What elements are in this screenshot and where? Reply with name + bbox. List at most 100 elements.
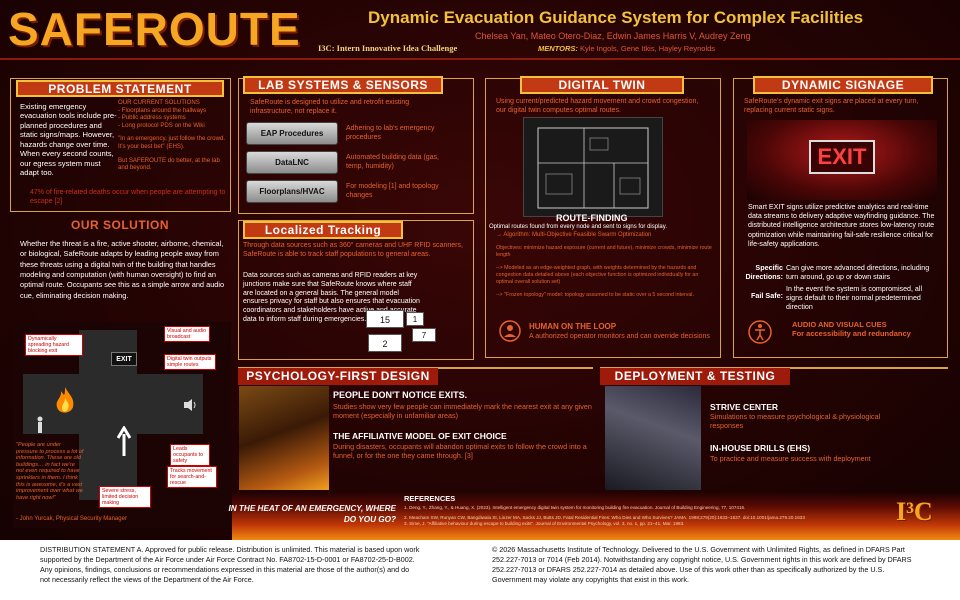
problem-body: Existing emergency evacuation tools incl… xyxy=(20,102,117,178)
lab-heading: LAB SYSTEMS & SENSORS xyxy=(243,76,443,94)
route-line: Optimal routes found from every node and… xyxy=(489,224,667,230)
count-box: 2 xyxy=(368,334,402,352)
count-box: 15 xyxy=(366,310,404,328)
current-solutions: OUR CURRENT SOLUTIONS - Floorplans aroun… xyxy=(118,99,228,172)
psych-heading: PSYCHOLOGY-FIRST DESIGN xyxy=(238,368,438,385)
copyright-statement: © 2026 Massachusetts Institute of Techno… xyxy=(492,545,912,584)
datalnc-box: DataLNC xyxy=(246,151,338,174)
route-title: ROUTE-FINDING xyxy=(556,213,628,223)
objectives: Objectives: minimize hazard exposure (cu… xyxy=(496,245,712,258)
psych-title-1: PEOPLE DON'T NOTICE EXITS. xyxy=(333,390,468,400)
quote-text: "People are under pressure to process a … xyxy=(16,442,84,501)
current-item: - Public address systems xyxy=(118,114,186,122)
deploy-title-2: IN-HOUSE DRILLS (EHS) xyxy=(710,443,811,453)
accessibility-icon xyxy=(748,320,772,344)
signage-body: Smart EXIT signs utilize predictive anal… xyxy=(748,203,935,248)
signage-heading: DYNAMIC SIGNAGE xyxy=(753,76,933,94)
callout-stress: Severe stress, limited decision making xyxy=(99,486,151,509)
current-item: - Long protocol PDS on the Wiki xyxy=(118,121,205,129)
callout-hazard: Dynamically spreading hazard blocking ex… xyxy=(25,334,83,357)
exit-sign-photo: EXIT xyxy=(747,120,937,200)
floorplan-icon xyxy=(537,127,649,209)
deploy-body-2: To practice and measure success with dep… xyxy=(710,454,871,463)
exit-sign: EXIT xyxy=(809,140,875,174)
reference-item: 3. Sime, J. "Affiliative behaviour durin… xyxy=(404,521,685,527)
callout-broadcast: Visual and audio broadcast xyxy=(164,326,210,343)
hallway-horizontal xyxy=(23,374,203,434)
psych-divider xyxy=(238,367,593,369)
lab-intro: SafeRoute is designed to utilize and ret… xyxy=(250,99,410,115)
floorplan-image xyxy=(523,117,663,217)
exit-sign: EXIT xyxy=(111,352,137,366)
mentors-names: Kyle Ingols, Gene Itkis, Hayley Reynolds xyxy=(579,44,716,53)
signage-intro: SafeRoute's dynamic exit signs are place… xyxy=(744,98,919,114)
psych-body-2: During disasters, occupants will abandon… xyxy=(333,442,587,461)
solution-body: Whether the threat is a fire, active sho… xyxy=(20,239,225,300)
specific-label: Specific Directions: xyxy=(745,263,783,281)
fire-strip xyxy=(232,492,960,540)
callout-safety: Leads occupants to safety xyxy=(170,444,210,467)
psych-title-2: THE AFFILIATIVE MODEL OF EXIT CHOICE xyxy=(333,431,507,441)
route-algo: → Algorithm: Multi-Objective Feasible Sw… xyxy=(496,232,652,238)
callout-tracks: Tracks movement for search-and-rescue xyxy=(167,466,217,489)
deploy-body-1: Simulations to measure psychological & p… xyxy=(710,412,881,431)
specific-text: Can give more advanced directions, inclu… xyxy=(786,264,930,282)
fire-icon xyxy=(53,386,77,416)
evacuation-diagram: EXIT Dynamically spreading hazard blocki… xyxy=(13,322,231,528)
references-heading: REFERENCES xyxy=(404,494,456,503)
crowd-photo xyxy=(239,386,329,490)
references-list: 1. Deng, Y., Zhang, Y., & Huang, X. (202… xyxy=(404,505,874,528)
tracking-panel xyxy=(238,220,474,360)
frozen-topology: --> "Frozen topology" model: topology as… xyxy=(496,292,694,298)
vr-photo xyxy=(605,386,701,490)
eap-desc: Adhering to lab's emergency procedures xyxy=(346,125,435,141)
poster-title: Dynamic Evacuation Guidance System for C… xyxy=(368,8,864,27)
audio-icon xyxy=(183,398,199,412)
floorplans-desc: For modeling [1] and topology changes xyxy=(346,183,439,199)
i3c-logo: I³C xyxy=(896,497,933,526)
eap-procedures-box: EAP Procedures xyxy=(246,122,338,145)
ehs-quote: "In an emergency, just follow the crowd.… xyxy=(118,135,226,151)
hitl-title: HUMAN ON THE LOOP xyxy=(529,322,617,331)
arrow-icon xyxy=(116,425,132,456)
distribution-statement: DISTRIBUTION STATEMENT A. Approved for p… xyxy=(40,545,420,584)
twin-intro: Using current/predicted hazard movement … xyxy=(496,98,699,114)
footer: DISTRIBUTION STATEMENT A. Approved for p… xyxy=(0,540,960,600)
problem-heading: PROBLEM STATEMENT xyxy=(16,80,224,97)
hitl-body: A authorized operator monitors and can o… xyxy=(529,333,710,340)
twin-heading: DIGITAL TWIN xyxy=(520,76,684,94)
count-box: 7 xyxy=(412,328,436,342)
deploy-heading: DEPLOYMENT & TESTING xyxy=(600,368,790,385)
mentors-label: MENTORS: xyxy=(538,44,578,53)
current-item: - Floorplans around the hallways xyxy=(118,106,207,114)
reference-item: 1. Deng, Y., Zhang, Y., & Huang, X. (202… xyxy=(404,505,746,510)
person-icon xyxy=(35,416,45,434)
problem-panel xyxy=(10,78,231,212)
saferoute-better: But SAFEROUTE do better, at the lab and … xyxy=(118,156,220,172)
authors: Chelsea Yan, Mateo Otero-Diaz, Edwin Jam… xyxy=(475,31,751,41)
floorplans-box: Floorplans/HVAC xyxy=(246,180,338,203)
quote-author: - John Yurcak, Physical Security Manager xyxy=(16,516,127,522)
audio-cues-title: AUDIO AND VISUAL CUES xyxy=(792,320,887,329)
solution-heading: OUR SOLUTION xyxy=(71,218,169,232)
yurcak-quote: "People are under pressure to process a … xyxy=(16,442,84,501)
deploy-divider xyxy=(600,367,948,369)
challenge-name: I3C: Intern Innovative Idea Challenge xyxy=(318,43,458,53)
tracking-map: 15 1 7 2 xyxy=(366,310,438,358)
header-divider xyxy=(0,58,960,60)
tagline: IN THE HEAT OF AN EMERGENCY, WHERE DO YO… xyxy=(226,504,396,525)
count-box: 1 xyxy=(406,312,424,326)
psych-body-1: Studies show very few people can immedia… xyxy=(333,402,592,421)
tracking-p1: Through data sources such as 360° camera… xyxy=(243,242,463,258)
failsafe-label: Fail Safe: xyxy=(751,291,783,300)
tagline-text: IN THE HEAT OF AN EMERGENCY, WHERE DO YO… xyxy=(228,504,396,524)
graph-model: --> Modeled as an edge-weighted graph, w… xyxy=(496,265,699,285)
tracking-heading: Localized Tracking xyxy=(243,221,403,239)
tracking-p2: Data sources such as cameras and RFID re… xyxy=(243,272,420,323)
saferoute-logo: SAFEROUTE xyxy=(8,3,301,55)
operator-icon xyxy=(499,320,521,342)
current-solutions-title: OUR CURRENT SOLUTIONS xyxy=(118,99,200,106)
datalnc-desc: Automated building data (gas, temp, humi… xyxy=(346,154,440,170)
fire-death-stat: 47% of fire-related deaths occur when pe… xyxy=(30,189,226,205)
audio-cues-sub: For accessibility and redundancy xyxy=(792,329,911,338)
